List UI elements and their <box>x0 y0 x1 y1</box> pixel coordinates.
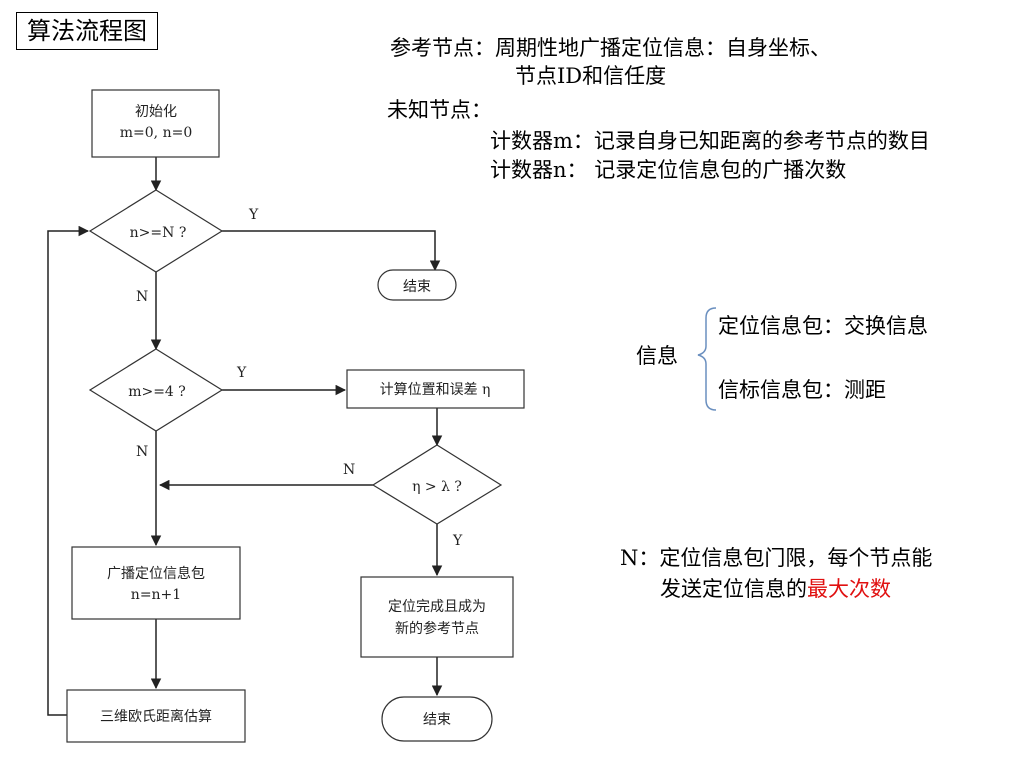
label-n-cond-m: N <box>136 444 148 460</box>
node-end2-label: 结束 <box>423 712 451 728</box>
edge-loop-back <box>47 225 90 716</box>
info-item-locate-packet: 定位信息包：交换信息 <box>718 314 928 338</box>
node-broadcast-line2: n=n+1 <box>131 587 181 603</box>
page-title: 算法流程图 <box>16 12 158 50</box>
node-done-box <box>360 576 514 658</box>
node-init-line2: m=0, n=0 <box>120 125 192 141</box>
node-cond-m-label: m>=4 ? <box>128 384 186 400</box>
info-item-beacon-packet: 信标信息包：测距 <box>718 378 886 402</box>
node-cond-n-label: n>=N ? <box>130 225 187 241</box>
flow-edge-labels: Y N Y N N Y <box>136 207 463 549</box>
label-n-cond-n: N <box>136 289 148 305</box>
n-threshold-highlight: 最大次数 <box>807 577 891 601</box>
node-euclid-box <box>66 689 246 743</box>
node-init-box <box>91 89 220 158</box>
node-euclid-label: 三维欧氏距离估算 <box>100 708 212 725</box>
node-end2-shape <box>381 696 493 742</box>
label-y-cond-eta: Y <box>452 533 463 549</box>
label-y-cond-m: Y <box>236 365 247 381</box>
n-threshold-prefix: 发送定位信息的 <box>660 577 807 601</box>
node-end1-label: 结束 <box>403 279 431 295</box>
ref-node-desc-line1: 参考节点：周期性地广播定位信息：自身坐标、 <box>390 36 831 60</box>
flow-edges <box>47 157 443 716</box>
node-done-line1: 定位完成且成为 <box>388 599 486 615</box>
flow-nodes <box>66 89 525 743</box>
counter-m-desc: 计数器m：记录自身已知距离的参考节点的数目 <box>490 129 930 153</box>
node-cond-eta-label: η > λ ? <box>412 479 462 495</box>
node-end1-shape <box>377 269 457 301</box>
label-y-cond-n: Y <box>248 207 259 223</box>
node-cond-eta-shape <box>371 444 503 525</box>
counter-n-desc: 计数器n： 记录定位信息包的广播次数 <box>490 158 847 182</box>
node-compute-box <box>346 369 525 409</box>
edge-cond-n-yes-to-end1 <box>222 230 441 272</box>
node-broadcast-box <box>71 546 241 620</box>
info-brace <box>697 307 717 411</box>
n-threshold-line1: N：定位信息包门限，每个节点能 <box>620 546 933 570</box>
node-cond-m-shape <box>88 348 224 432</box>
n-threshold-line2: 发送定位信息的最大次数 <box>660 576 891 602</box>
flow-node-text: 初始化 m=0, n=0 n>=N ? 结束 m>=4 ? 计算位置和误差 η … <box>100 103 490 728</box>
node-broadcast-line1: 广播定位信息包 <box>107 565 205 582</box>
ref-node-desc-line2: 节点ID和信任度 <box>515 64 667 88</box>
label-n-cond-eta: N <box>343 462 355 478</box>
unknown-node-label: 未知节点： <box>387 98 492 122</box>
info-label: 信息 <box>636 344 678 368</box>
node-cond-n-shape <box>88 189 224 273</box>
node-done-line2: 新的参考节点 <box>395 620 479 637</box>
node-init-line1: 初始化 <box>135 103 177 120</box>
node-compute-label: 计算位置和误差 η <box>380 382 491 398</box>
